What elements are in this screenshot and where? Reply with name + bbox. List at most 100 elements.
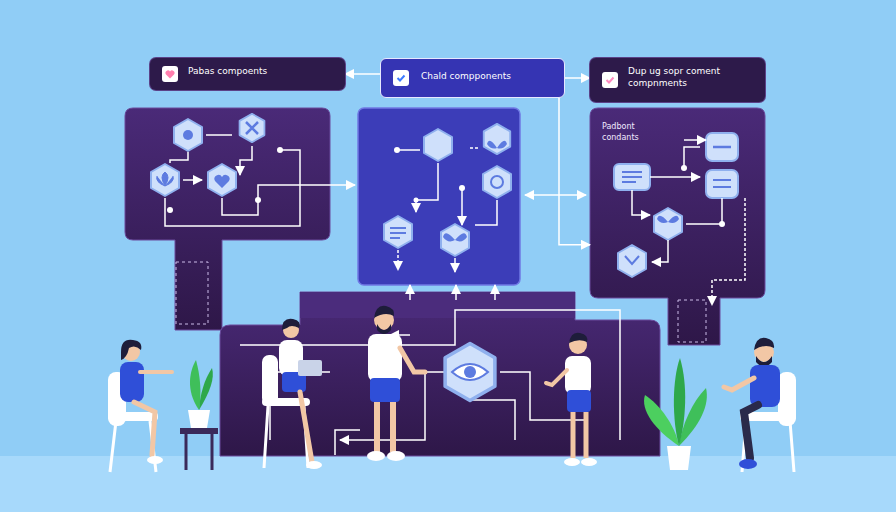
right-panel-part-part — [681, 165, 687, 171]
connector-arrow — [565, 77, 590, 79]
person-right-seated-part — [750, 365, 780, 407]
node-title: Dup ug sopr coment compnments — [628, 66, 755, 89]
person-standing-man-part — [367, 451, 385, 461]
label-icon-part — [166, 71, 175, 79]
middle-panel-part-part — [475, 200, 497, 225]
right-panel-part — [632, 140, 745, 305]
middle-panel-part — [424, 129, 452, 161]
middle-panel-part — [358, 108, 520, 285]
bottom-panel-part-part — [409, 285, 411, 300]
label-icon-part — [398, 76, 405, 81]
label-icon-part — [602, 72, 618, 88]
left-panel-part — [151, 164, 179, 196]
plant-left-part — [188, 410, 210, 428]
right-panel-part — [678, 300, 706, 342]
plant-right-part — [667, 446, 691, 470]
middle-panel-part — [443, 233, 467, 241]
middle-panel-part-part — [461, 188, 463, 225]
bottom-panel — [220, 285, 660, 456]
plant-right-part — [644, 395, 679, 446]
right-panel-part-part — [686, 198, 722, 224]
bottom-panel-part — [300, 292, 575, 318]
left-panel-part — [167, 147, 283, 213]
person-standing-man-part — [374, 306, 394, 318]
person-standing-man-part — [400, 348, 425, 372]
person-boy-part — [546, 370, 567, 385]
bottom-panel-part — [464, 366, 476, 378]
person-left-seated-part — [134, 402, 155, 455]
left-panel-part-part — [240, 146, 252, 175]
middle-panel-part-part — [394, 147, 400, 153]
person-left-seated-part — [110, 421, 156, 472]
person-laptop-part — [262, 355, 278, 405]
person-boy-part — [581, 458, 597, 466]
person-left-seated-part — [108, 412, 158, 421]
person-boy-part — [565, 356, 591, 394]
left-panel-part — [125, 108, 330, 330]
middle-panel-part — [484, 124, 510, 154]
person-laptop-part — [264, 406, 308, 468]
right-panel-part-part — [719, 221, 725, 227]
bottom-panel-part-part — [335, 430, 360, 455]
person-standing-man-part — [368, 334, 402, 382]
left-panel-part-part — [170, 152, 188, 163]
person-boy — [546, 333, 597, 466]
person-left-seated — [108, 340, 172, 472]
person-standing-man — [367, 306, 425, 461]
middle-panel-part-part — [454, 258, 456, 272]
label-icon-part — [607, 78, 614, 83]
left-panel-part-part — [167, 207, 173, 213]
left-panel-part-part — [206, 134, 232, 136]
person-laptop-part — [298, 360, 322, 376]
right-panel-part — [618, 245, 646, 277]
person-standing-man-part — [387, 451, 405, 461]
left-panel-part — [174, 119, 202, 151]
person-left-seated-part — [140, 370, 172, 374]
bottom-panel-part-part — [240, 310, 620, 440]
node-title: Chald compponents — [421, 71, 554, 83]
middle-panel — [358, 108, 586, 285]
person-standing-man-part — [370, 378, 400, 402]
person-right-seated-part — [754, 338, 774, 350]
left-panel-part-part — [255, 197, 261, 203]
person-boy-part — [573, 412, 586, 458]
left-panel-part-part — [277, 147, 283, 153]
middle-panel-part-part — [470, 147, 480, 149]
label-box: Pabas compoents — [150, 58, 345, 90]
plant-left-part — [190, 360, 200, 410]
connector-arrow — [345, 73, 380, 75]
right-panel-part — [713, 180, 731, 187]
label-icon — [162, 66, 178, 82]
right-panel-part — [622, 172, 642, 182]
middle-panel-part-part — [416, 163, 438, 212]
middle-panel-part — [384, 216, 412, 248]
bottom-panel-part-part — [455, 285, 457, 300]
person-standing-man-part — [377, 324, 391, 334]
person-right-seated-part — [739, 459, 757, 469]
left-panel-part-part — [183, 179, 202, 181]
person-laptop-part — [282, 319, 300, 330]
plant-right-part — [674, 358, 685, 446]
left-panel-part — [165, 135, 355, 226]
middle-panel-part — [441, 224, 469, 256]
middle-panel-part-part — [459, 185, 465, 191]
right-panel-part — [681, 165, 725, 227]
bottom-panel-part — [220, 292, 660, 456]
person-laptop — [262, 319, 322, 469]
middle-panel-part — [394, 147, 465, 203]
person-laptop-part — [300, 392, 312, 462]
middle-panel-part — [491, 176, 503, 188]
person-boy-part — [567, 390, 591, 412]
plant-left-part — [199, 368, 213, 410]
left-panel-part — [246, 122, 258, 134]
person-right-seated-part — [756, 356, 772, 367]
floor — [0, 456, 896, 512]
left-panel-part — [183, 130, 193, 140]
left-panel-part — [240, 114, 265, 142]
middle-panel-part — [483, 166, 511, 198]
right-panel-part — [654, 208, 682, 240]
left-panel-part — [214, 175, 229, 188]
